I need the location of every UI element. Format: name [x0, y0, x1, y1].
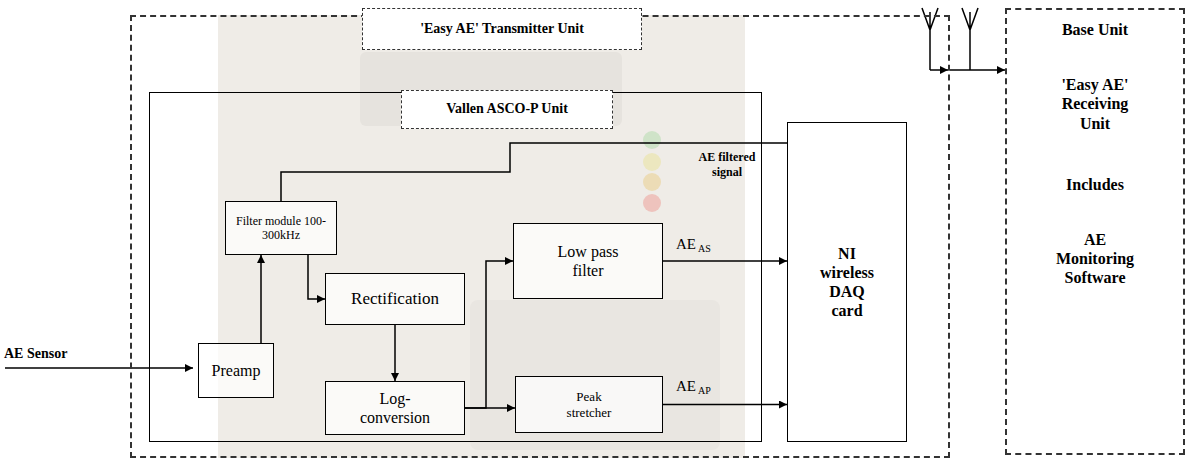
transmitter-frame: 'Easy AE' Transmitter UnitVallen ASCO-P … — [130, 15, 950, 458]
signal-connector — [465, 407, 515, 409]
antenna-symbol — [962, 8, 978, 70]
node-title: Preamp — [212, 361, 261, 380]
node-title: 'Easy AE' Transmitter Unit — [362, 8, 642, 50]
node-title: Peak stretcher — [554, 389, 624, 420]
device-body — [470, 300, 720, 450]
sensor-label: AE Sensor — [4, 346, 67, 363]
signal-name: AE — [676, 377, 696, 395]
indicator-light — [643, 153, 661, 171]
filter-box: Low pass filter — [513, 223, 663, 299]
indicator-light — [643, 194, 661, 212]
signal-name: AE — [676, 235, 696, 253]
process-box: Rectification — [325, 273, 465, 325]
signal-connector — [394, 325, 396, 381]
node-title: Low pass filter — [548, 242, 628, 280]
antenna-arrow — [930, 69, 948, 71]
node-text: AE Monitoring Software — [1045, 230, 1145, 288]
antenna-symbol — [922, 8, 938, 70]
process-box: Peak stretcher — [515, 376, 663, 433]
signal-label: AE filtered signal — [698, 150, 756, 180]
node-title: Base Unit — [1062, 20, 1128, 39]
indicator-light — [643, 131, 661, 149]
base-unit: Base Unit 'Easy AE' Receiving UnitInclude… — [1005, 8, 1185, 455]
filter-box: Filter module 100-300kHz — [225, 201, 337, 255]
unit-frame: Vallen ASCO-P UnitFilter module 100-300k… — [149, 92, 762, 442]
node-title: Log-conversion — [355, 389, 435, 427]
node-title: Rectification — [351, 289, 439, 309]
signal-connector — [950, 69, 1005, 71]
daq-box: NI wireless DAQ card — [787, 122, 907, 442]
node-title: Filter module 100-300kHz — [235, 214, 327, 243]
sensor-wire — [5, 367, 193, 369]
node-title: NI wireless DAQ card — [812, 244, 882, 321]
indicator-light — [643, 173, 661, 191]
photo-ground — [218, 15, 745, 458]
process-box: Preamp — [198, 343, 274, 398]
signal-connector — [308, 255, 325, 299]
process-box: Log-conversion — [325, 381, 465, 435]
signal-connector — [663, 260, 787, 262]
signal-connector — [281, 143, 787, 201]
signal-connector — [465, 261, 513, 408]
node-text: 'Easy AE' Receiving Unit — [1045, 75, 1145, 133]
signal-connector — [260, 255, 262, 343]
signal-subscript: AP — [698, 385, 711, 397]
node-text: Includes — [1066, 175, 1124, 194]
signal-subscript: AS — [698, 243, 711, 255]
node-title: Vallen ASCO-P Unit — [401, 90, 613, 129]
signal-connector — [663, 404, 787, 406]
